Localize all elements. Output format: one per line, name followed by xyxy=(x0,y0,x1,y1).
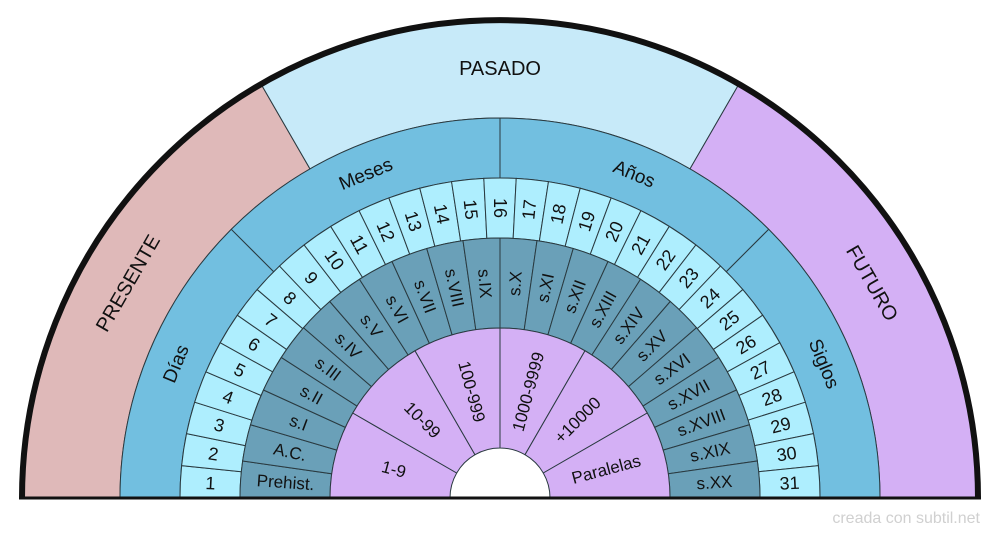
days-label: 14 xyxy=(430,202,454,226)
days-label: 2 xyxy=(207,443,220,464)
days-label: 18 xyxy=(547,202,571,226)
days-label: 15 xyxy=(460,199,482,221)
centuries-label: s.X xyxy=(505,271,526,297)
centuries-label: Prehist. xyxy=(256,471,315,494)
days-label: 17 xyxy=(518,199,540,221)
days-label: 16 xyxy=(490,198,510,218)
days-label: 3 xyxy=(212,414,227,436)
centuries-label: s.I xyxy=(287,411,310,435)
days-label: 29 xyxy=(769,413,793,437)
outer-border xyxy=(19,17,981,499)
days-label: 30 xyxy=(775,443,798,466)
days-label: 31 xyxy=(779,473,800,494)
centuries-label: s.IX xyxy=(474,268,495,299)
time-label: PASADO xyxy=(459,58,541,80)
days-label: 1 xyxy=(205,473,216,493)
watermark: creada con subtil.net xyxy=(832,510,980,527)
centuries-label: s.XX xyxy=(696,472,733,494)
